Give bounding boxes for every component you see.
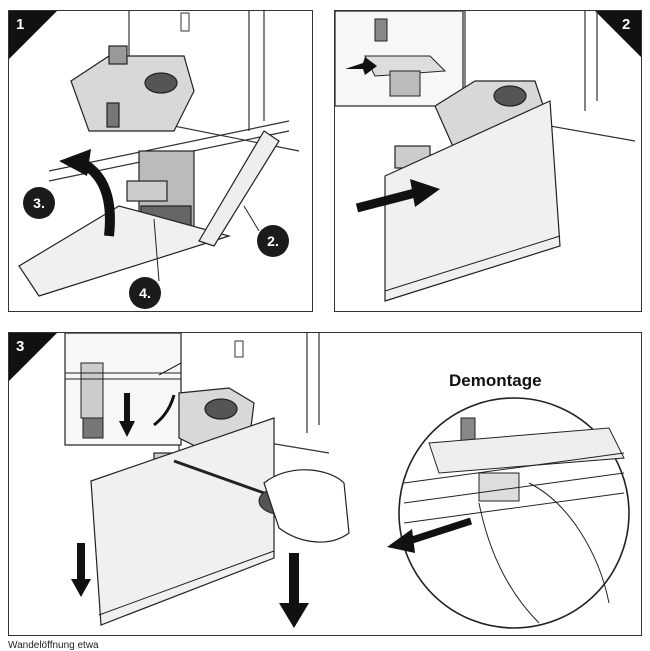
demontage-hinge (403, 417, 625, 624)
callout-3: 3. (23, 187, 55, 219)
panel-step-3: 3 Demontage (8, 332, 642, 636)
rotate-arrow-head (59, 149, 91, 176)
callout-2: 2. (257, 225, 289, 257)
inset-hinge (364, 18, 447, 97)
step-2-illustration (335, 11, 641, 302)
step-corner-triangle (595, 11, 641, 57)
panel-step-1: 1 3. 2. 4. (8, 10, 313, 312)
step-3-illustration (9, 333, 630, 629)
screwdriver-shaft (173, 459, 265, 495)
down-arrow-left-head (71, 579, 91, 597)
step-number: 2 (622, 16, 631, 33)
callout-4: 4. (129, 277, 161, 309)
push-arrow (355, 188, 417, 213)
inset-down-arrow-head (119, 421, 135, 437)
down-arrow-right-head (279, 603, 309, 628)
footer-caption: Wandelöffnung etwa (8, 640, 99, 651)
panel-step-2: 2 (334, 10, 642, 312)
door-panel (384, 100, 561, 302)
hand (263, 469, 350, 543)
demontage-label: Demontage (449, 371, 542, 390)
demontage-arrow (407, 517, 473, 545)
door-flap (198, 130, 280, 247)
push-arrow-head (410, 179, 440, 207)
step-number: 3 (16, 338, 25, 355)
door-panel (18, 205, 232, 297)
hinge-slot (234, 340, 244, 358)
step-corner-triangle (9, 333, 57, 381)
demontage-arrow-head (387, 529, 415, 553)
inset-curve-arrow (153, 394, 176, 427)
step-corner-triangle (9, 11, 57, 59)
inset-arrow (345, 57, 377, 75)
step-number: 1 (16, 16, 25, 33)
inset-hinge (65, 362, 182, 439)
hinge-slot (180, 12, 190, 32)
door-panel (90, 417, 275, 626)
step-1-illustration (9, 11, 300, 297)
